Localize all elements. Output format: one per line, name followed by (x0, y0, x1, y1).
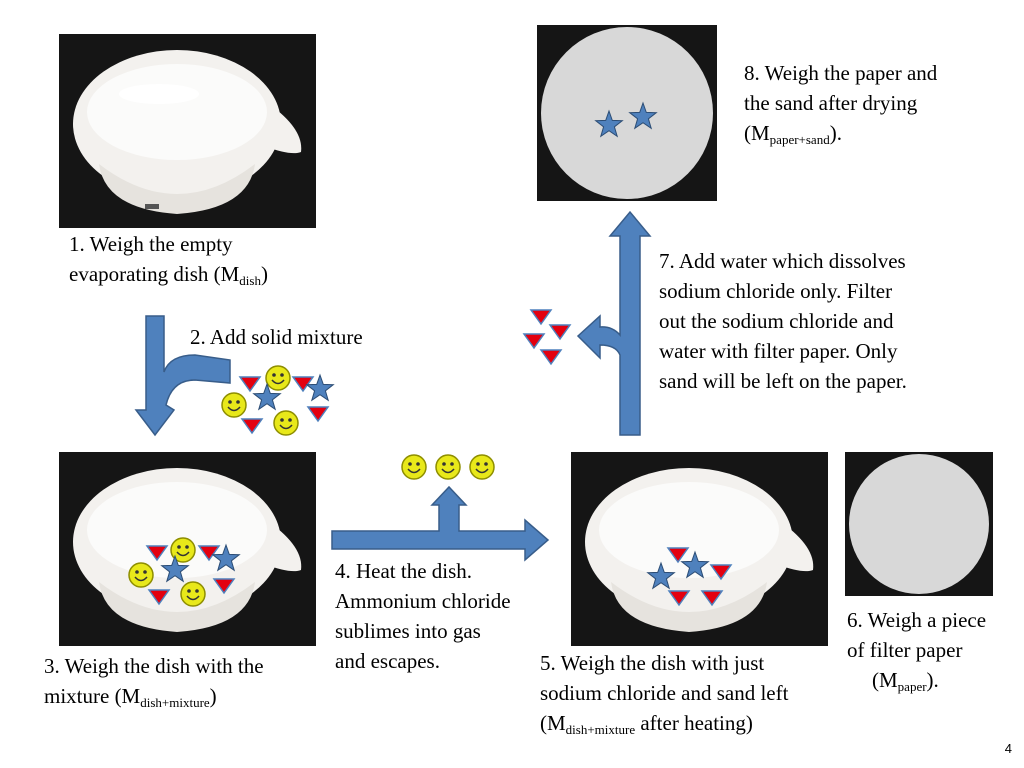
step-2-caption: 2. Add solid mixture (190, 325, 363, 349)
empty-dish-photo (59, 34, 316, 228)
step-8-caption: 8. Weigh the paper and the sand after dr… (744, 61, 938, 147)
arrow-heat-right (331, 485, 550, 562)
filter-paper-with-sand-photo (537, 25, 717, 201)
filter-paper-photo (845, 452, 993, 596)
arrow-up-to-paper (576, 210, 652, 436)
sand-stars (595, 102, 657, 137)
step-6-caption: 6. Weigh a piece of filter paper (Mpaper… (847, 608, 987, 694)
step-3-caption: 3. Weigh the dish with the mixture (Mdis… (44, 654, 264, 710)
dissolved-salt-triangles (523, 309, 571, 365)
dish-after-heating-photo (571, 452, 828, 646)
sand-and-salt-particles (647, 547, 732, 606)
arrow-dish-to-mixture (134, 315, 231, 437)
step-7-caption: 7. Add water which dissolves sodium chlo… (659, 249, 907, 393)
step-4-caption: 4. Heat the dish. Ammonium chloride subl… (335, 559, 511, 673)
mixture-particles (221, 365, 334, 436)
step-1-caption: 1. Weigh the empty evaporating dish (Mdi… (69, 232, 268, 288)
escaping-smileys (401, 454, 495, 480)
dish-mixture-particles (128, 537, 240, 607)
page-number: 4 (1004, 741, 1012, 756)
step-5-caption: 5. Weigh the dish with just sodium chlor… (540, 651, 789, 737)
